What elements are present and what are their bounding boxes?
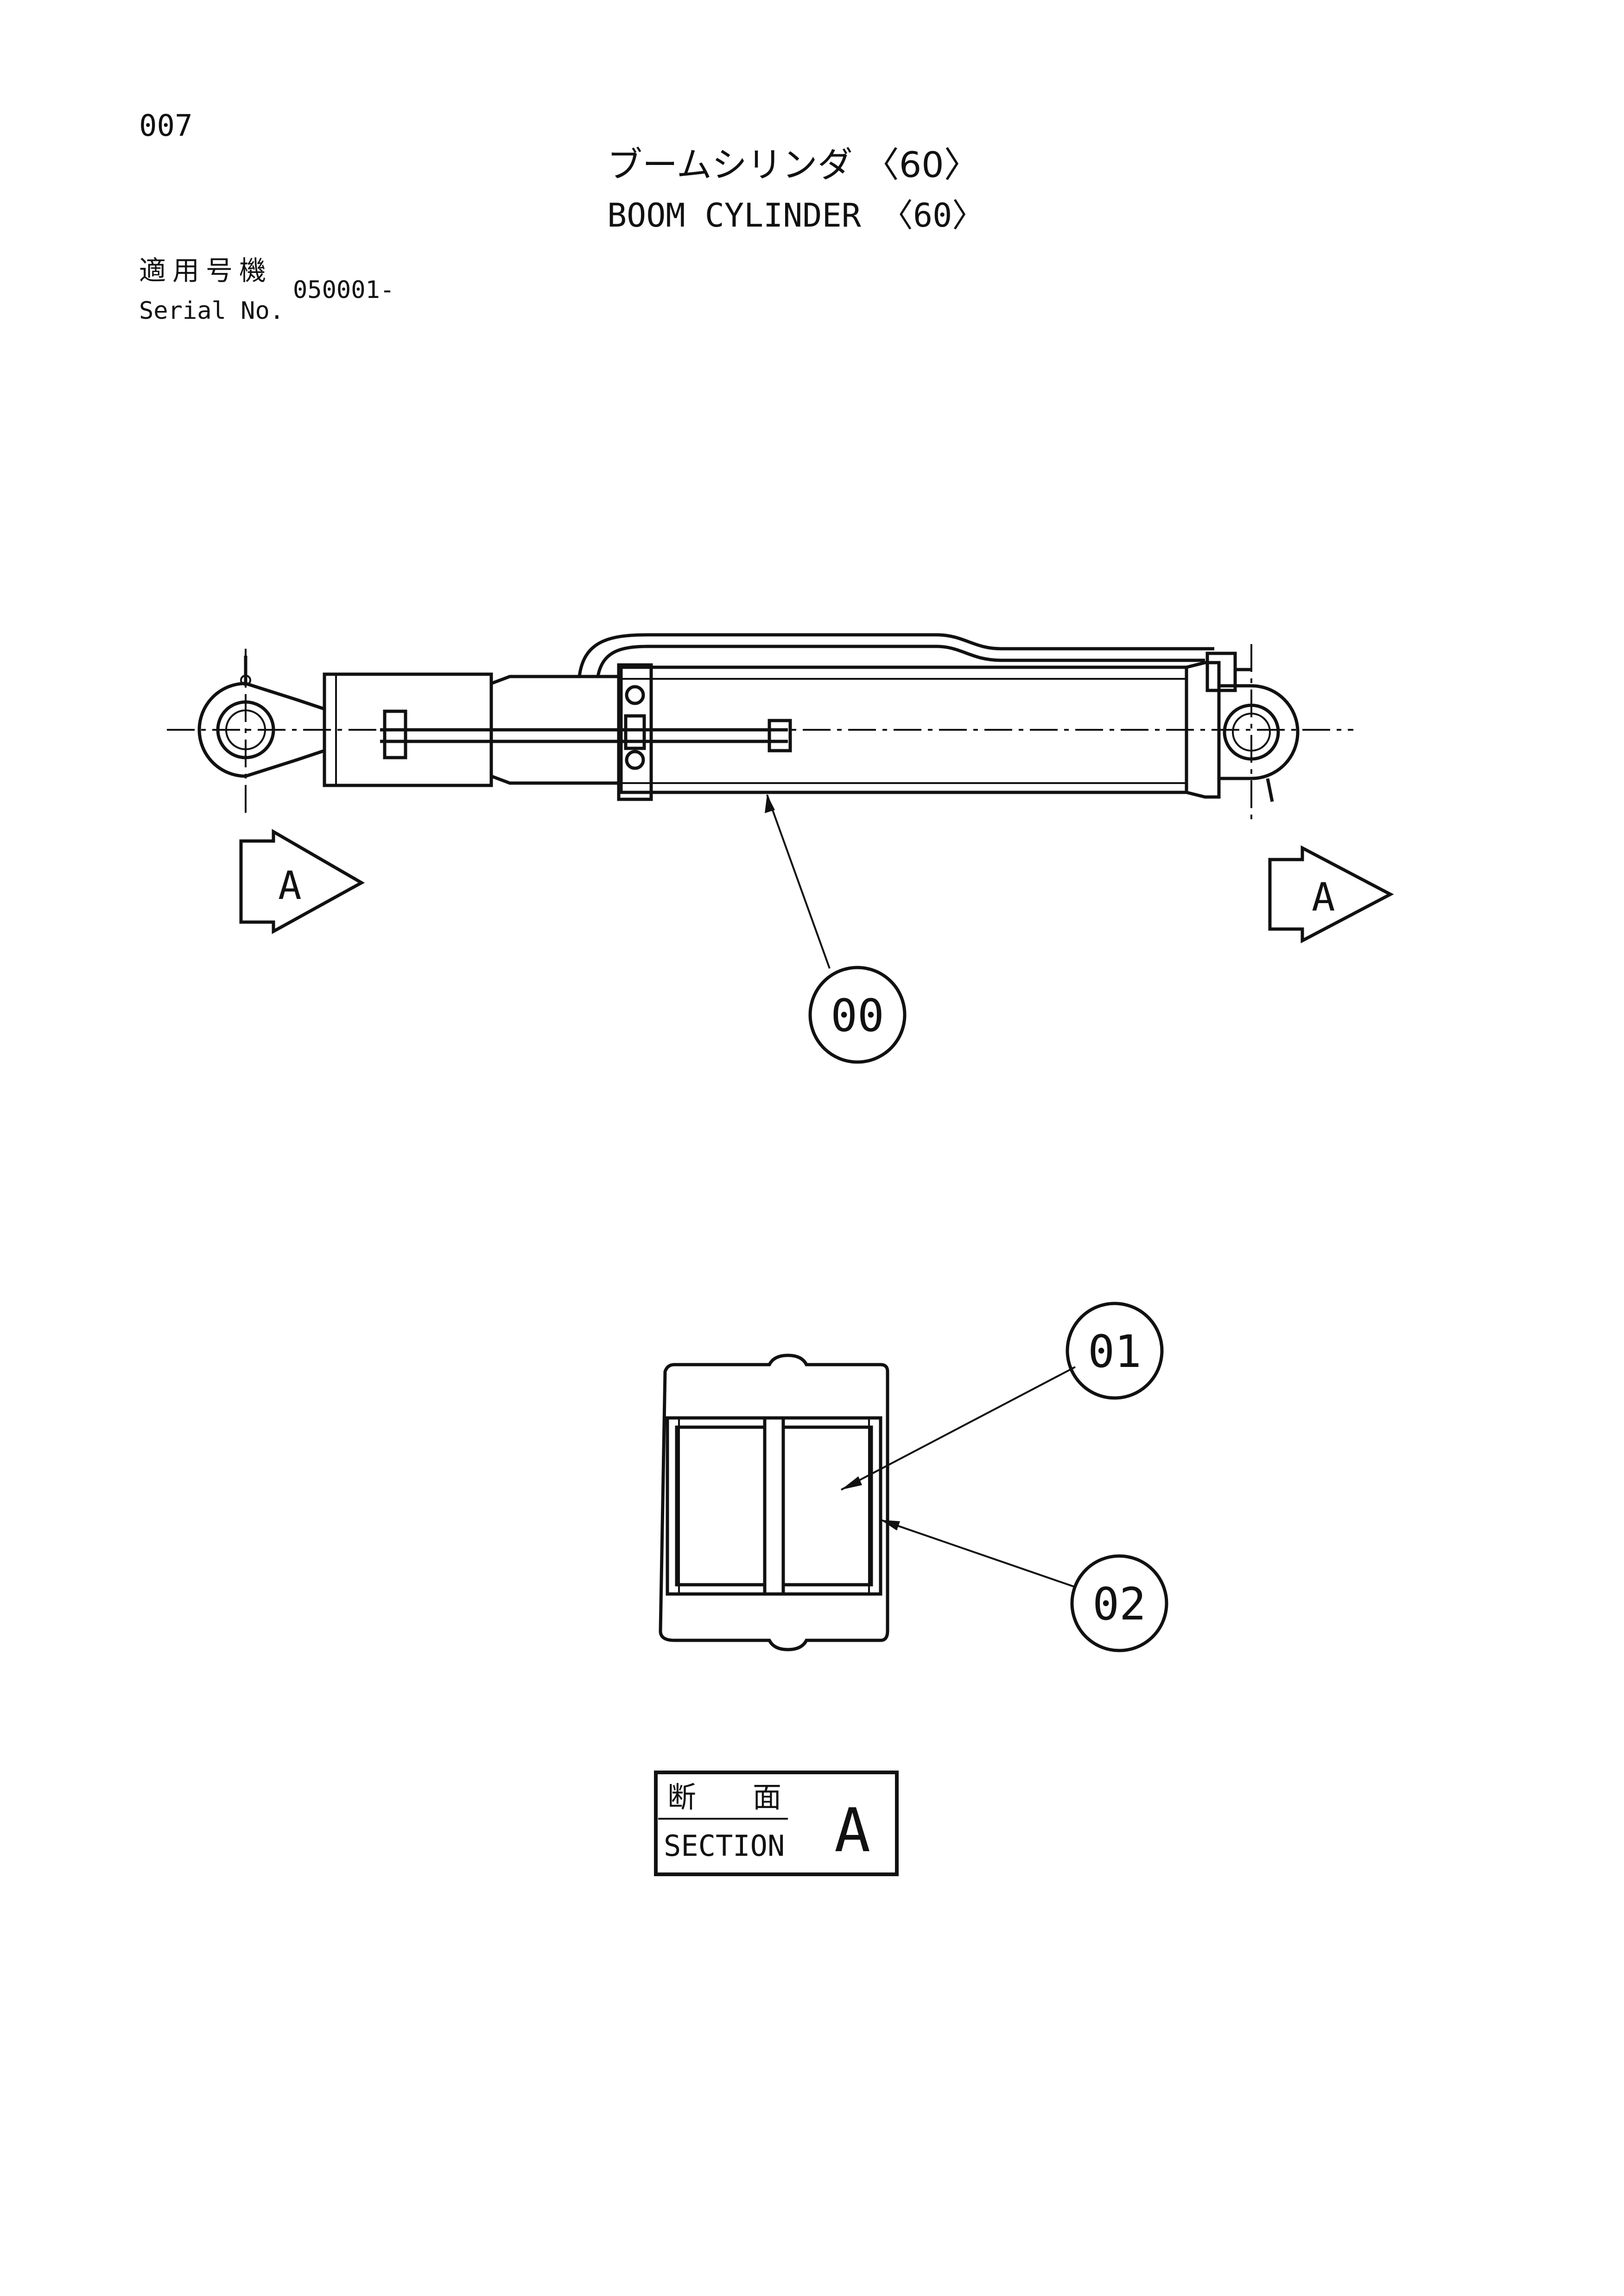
pipe-fitting-left	[383, 709, 407, 759]
callout-number-01: 01	[1088, 1326, 1142, 1378]
section-letter: A	[834, 1795, 870, 1866]
view-marker-left: A	[278, 863, 302, 908]
section-label-box: 断 面 SECTION A	[654, 1771, 899, 1876]
callout-02: 02	[880, 1519, 1168, 1652]
view-arrow-left: A	[239, 829, 365, 934]
callout-number-02: 02	[1092, 1578, 1146, 1630]
cylinder-assembly	[167, 633, 1353, 825]
rod-eye-left	[197, 656, 326, 778]
page-title-jp: ブームシリンダ 〈60〉	[607, 144, 979, 185]
section-label-en: SECTION	[664, 1829, 785, 1863]
page-title-en: BOOM CYLINDER 〈60〉	[607, 196, 985, 234]
rod-eye-right	[1205, 651, 1300, 802]
pipe-clamp	[617, 663, 653, 801]
serial-value: 050001-	[293, 276, 395, 304]
hydraulic-pipe-inner	[596, 645, 1205, 677]
pipe-fitting-right	[768, 719, 792, 753]
section-a-view	[659, 1354, 889, 1651]
view-marker-right: A	[1312, 874, 1335, 920]
serial-label-en: Serial No.	[139, 297, 285, 325]
callout-01: 01	[841, 1302, 1164, 1491]
section-label-jp: 断 面	[667, 1780, 795, 1814]
page-number: 007	[139, 109, 193, 143]
serial-label-jp: 適用号機	[139, 255, 273, 286]
hydraulic-pipe-outer	[577, 633, 1214, 677]
callout-number-00: 00	[831, 990, 884, 1042]
section-inner	[666, 1416, 882, 1596]
view-arrow-right: A	[1268, 845, 1394, 943]
section-outline	[659, 1354, 889, 1651]
callout-00: 00	[765, 794, 907, 1064]
